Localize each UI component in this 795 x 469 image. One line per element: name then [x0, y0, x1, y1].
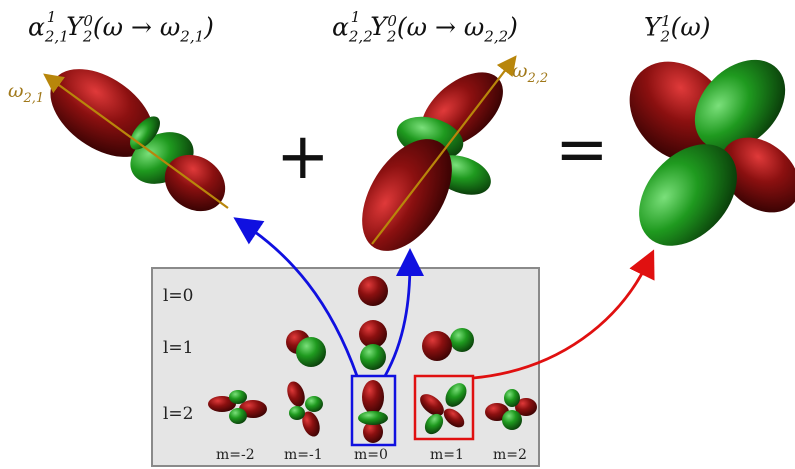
lobe-green — [639, 144, 737, 246]
lobe-green — [694, 59, 786, 151]
col-label-m0: m=0 — [354, 447, 388, 463]
orbital-l2-m0 — [358, 380, 388, 443]
arrow-to-left-orbital — [233, 217, 359, 377]
col-label-m-2: m=-2 — [216, 447, 255, 463]
axis-arrow-middle — [371, 55, 517, 245]
arrow-to-right-orbital — [472, 249, 655, 380]
orbital-right — [629, 59, 795, 246]
lobe-red — [362, 139, 452, 251]
highlight-box-m0 — [350, 374, 397, 447]
harmonics-grid-panel — [151, 267, 540, 467]
equals-sign: = — [555, 113, 609, 187]
col-label-m1: m=1 — [430, 447, 464, 463]
orbital-l1-m0 — [359, 320, 387, 370]
orbital-middle — [362, 55, 517, 251]
axis-arrow-left — [43, 73, 229, 209]
col-label-m-1: m=-1 — [284, 447, 323, 463]
title-right: Y21(ω) — [644, 12, 711, 46]
arrow-to-middle-orbital — [383, 248, 424, 377]
axis-label-left: ω2,1 — [8, 80, 45, 106]
highlight-box-m1 — [413, 374, 475, 441]
plus-sign: + — [276, 120, 330, 194]
orbital-l2-m-1 — [287, 381, 323, 437]
row-label-l0: l=0 — [163, 286, 194, 306]
orbital-l2-m1 — [420, 383, 467, 435]
col-label-m2: m=2 — [493, 447, 527, 463]
orbital-l2-m2 — [485, 389, 537, 430]
orbital-l2-m-2 — [208, 390, 267, 424]
orbital-l1-m-1 — [286, 330, 326, 367]
orbital-l1-m1 — [422, 328, 474, 361]
orbital-l0-m0 — [358, 276, 388, 306]
orbital-left — [43, 69, 229, 212]
row-label-l1: l=1 — [163, 338, 194, 358]
row-label-l2: l=2 — [163, 404, 194, 424]
lobe-red — [720, 137, 795, 213]
